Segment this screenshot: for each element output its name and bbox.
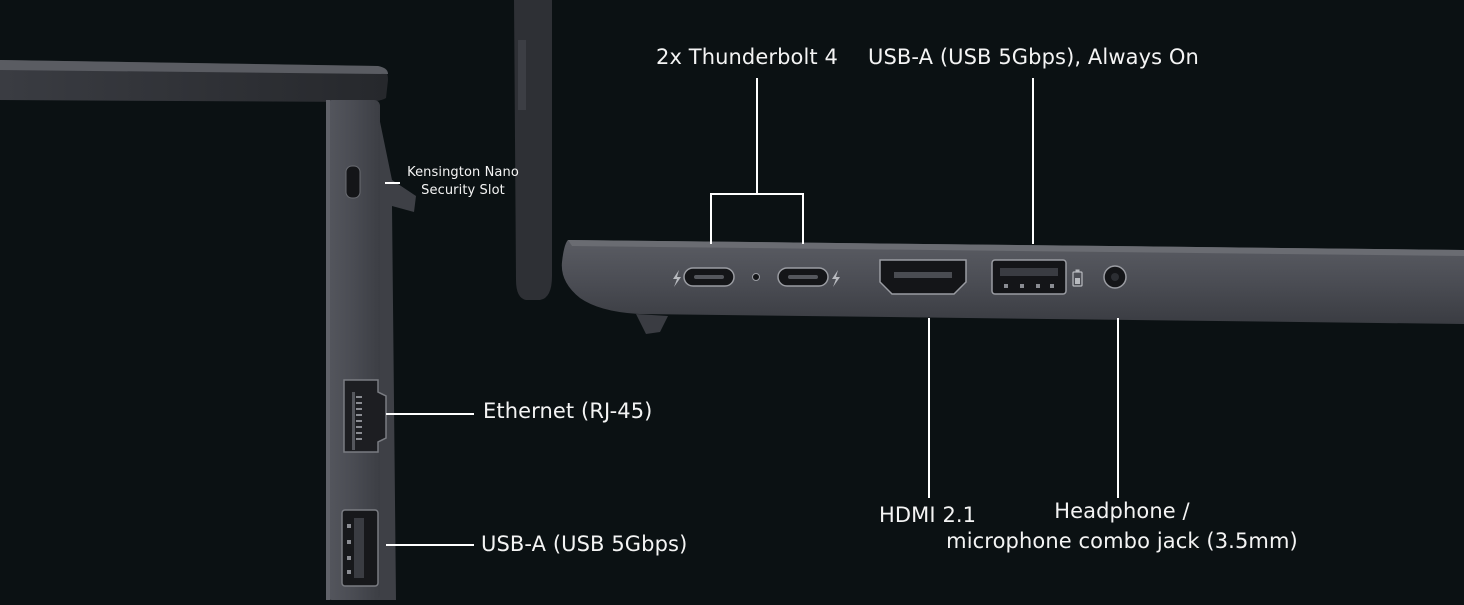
thunderbolt-port-1 bbox=[683, 267, 735, 287]
lightning-bolt-icon bbox=[673, 270, 681, 287]
leader-thunderbolt bbox=[710, 78, 804, 244]
headphone-jack bbox=[1103, 265, 1127, 289]
hdmi-port bbox=[879, 259, 967, 295]
usb-a-right-label: USB-A (USB 5Gbps), Always On bbox=[868, 45, 1199, 69]
headphone-label-line1: Headphone / bbox=[1054, 499, 1190, 523]
right-foot bbox=[636, 314, 668, 334]
left-laptop bbox=[0, 60, 416, 600]
battery-icon bbox=[1072, 269, 1083, 287]
leader-lines bbox=[385, 78, 1119, 546]
headphone-label: Headphone / microphone combo jack (3.5mm… bbox=[940, 496, 1304, 556]
usb-a-port-left bbox=[341, 509, 379, 587]
lightning-bolt-icon bbox=[832, 270, 840, 287]
right-laptop bbox=[514, 0, 1464, 334]
headphone-label-line2: microphone combo jack (3.5mm) bbox=[946, 529, 1298, 553]
thunderbolt-port-2 bbox=[777, 267, 829, 287]
kensington-slot bbox=[345, 165, 361, 199]
thunderbolt-label: 2x Thunderbolt 4 bbox=[656, 45, 838, 69]
status-led bbox=[752, 273, 760, 281]
hdmi-label: HDMI 2.1 bbox=[879, 503, 977, 527]
kensington-label: Kensington Nano Security Slot bbox=[407, 165, 519, 198]
ethernet-port bbox=[343, 379, 387, 453]
usb-a-port-right bbox=[991, 259, 1067, 295]
ethernet-label: Ethernet (RJ-45) bbox=[483, 399, 653, 423]
usb-a-left-label: USB-A (USB 5Gbps) bbox=[481, 532, 688, 556]
left-side-panel bbox=[326, 100, 380, 600]
